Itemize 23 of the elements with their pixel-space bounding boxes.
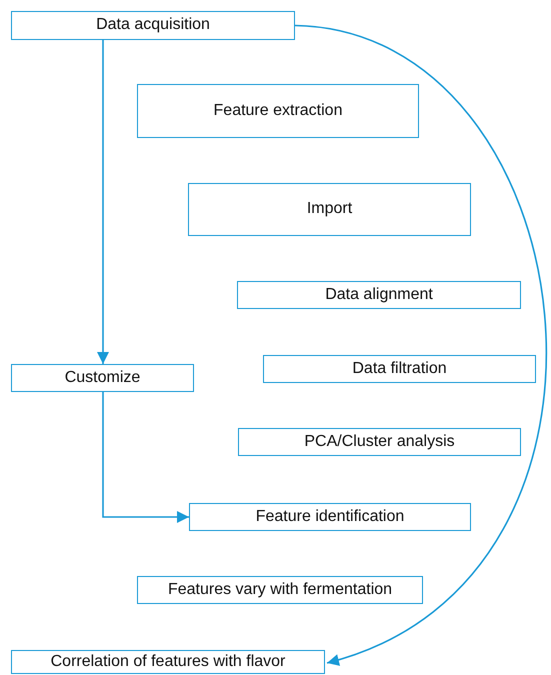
process-box [137, 576, 423, 604]
box-label: PCA/Cluster analysis [304, 432, 455, 452]
box-label: Feature identification [256, 508, 404, 526]
arrow [102, 392, 189, 523]
box-label: Data filtration [352, 360, 447, 378]
box-label: Features vary with fermentation [168, 580, 392, 600]
process-box [263, 355, 536, 383]
process-box [189, 503, 471, 531]
box-label: Import [306, 200, 352, 219]
process-box [11, 11, 295, 40]
process-box [237, 281, 521, 309]
process-box [137, 84, 419, 138]
process-box [188, 183, 471, 236]
box-label: Feature extraction [214, 102, 342, 120]
box-label: Data acquisition [96, 16, 210, 35]
box-label: Customize [64, 368, 140, 388]
process-box [11, 650, 325, 674]
process-box [11, 364, 194, 392]
arrow [294, 24, 546, 664]
arrow [97, 40, 109, 364]
box-label: Correlation of features with flavor [50, 652, 286, 672]
process-box [238, 428, 521, 456]
box-label: Data alignment [325, 286, 433, 304]
